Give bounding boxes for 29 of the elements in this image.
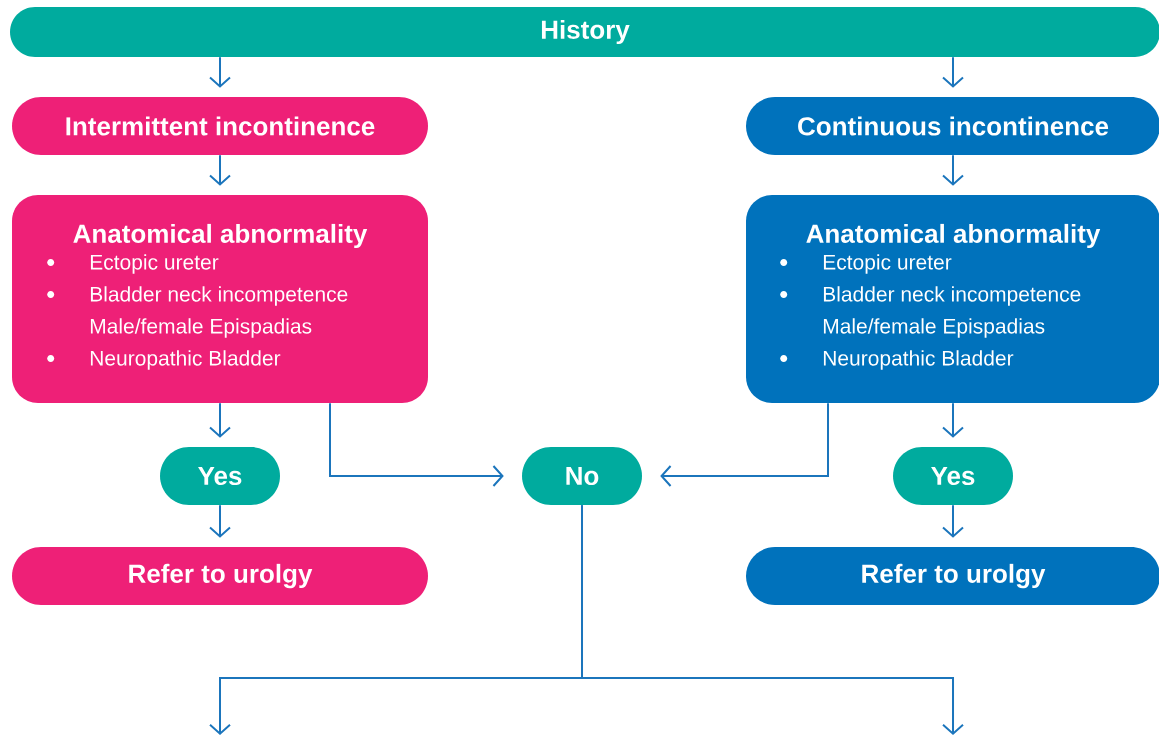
rounded-box: Intermittent incontinence <box>12 97 428 155</box>
bullet-item: Neuropathic Bladder <box>90 350 281 370</box>
bullet-item: Bladder neck incompetence Male/female Epispadias <box>823 286 1081 338</box>
arrow <box>660 402 829 487</box>
process-box <box>746 195 1159 403</box>
rounded-box: No <box>522 447 642 505</box>
process-box <box>12 195 428 403</box>
rounded-box: Refer to urolgy <box>746 547 1159 605</box>
box-heading: Anatomical abnormality <box>73 223 368 249</box>
arrow <box>942 504 964 538</box>
bullet-item: Ectopic ureter <box>823 254 952 274</box>
arrow <box>209 56 231 88</box>
arrow <box>209 154 231 186</box>
arrow <box>209 402 231 438</box>
rounded-box: Refer to urolgy <box>12 547 428 605</box>
arrow <box>942 56 964 88</box>
arrow <box>329 402 504 487</box>
header-bar: History <box>10 7 1159 57</box>
rounded-box: Continuous incontinence <box>746 97 1159 155</box>
bullet-item: Ectopic ureter <box>90 254 219 274</box>
arrow <box>942 154 964 186</box>
bullet-item: Bladder neck incompetence Male/female Epispadias <box>90 286 348 338</box>
arrow <box>581 504 964 735</box>
arrow <box>209 504 231 538</box>
box-heading: Anatomical abnormality <box>806 223 1101 249</box>
arrow <box>942 402 964 438</box>
rounded-box: Yes <box>893 447 1013 505</box>
bullet-item: Neuropathic Bladder <box>823 350 1014 370</box>
rounded-box: Yes <box>160 447 280 505</box>
